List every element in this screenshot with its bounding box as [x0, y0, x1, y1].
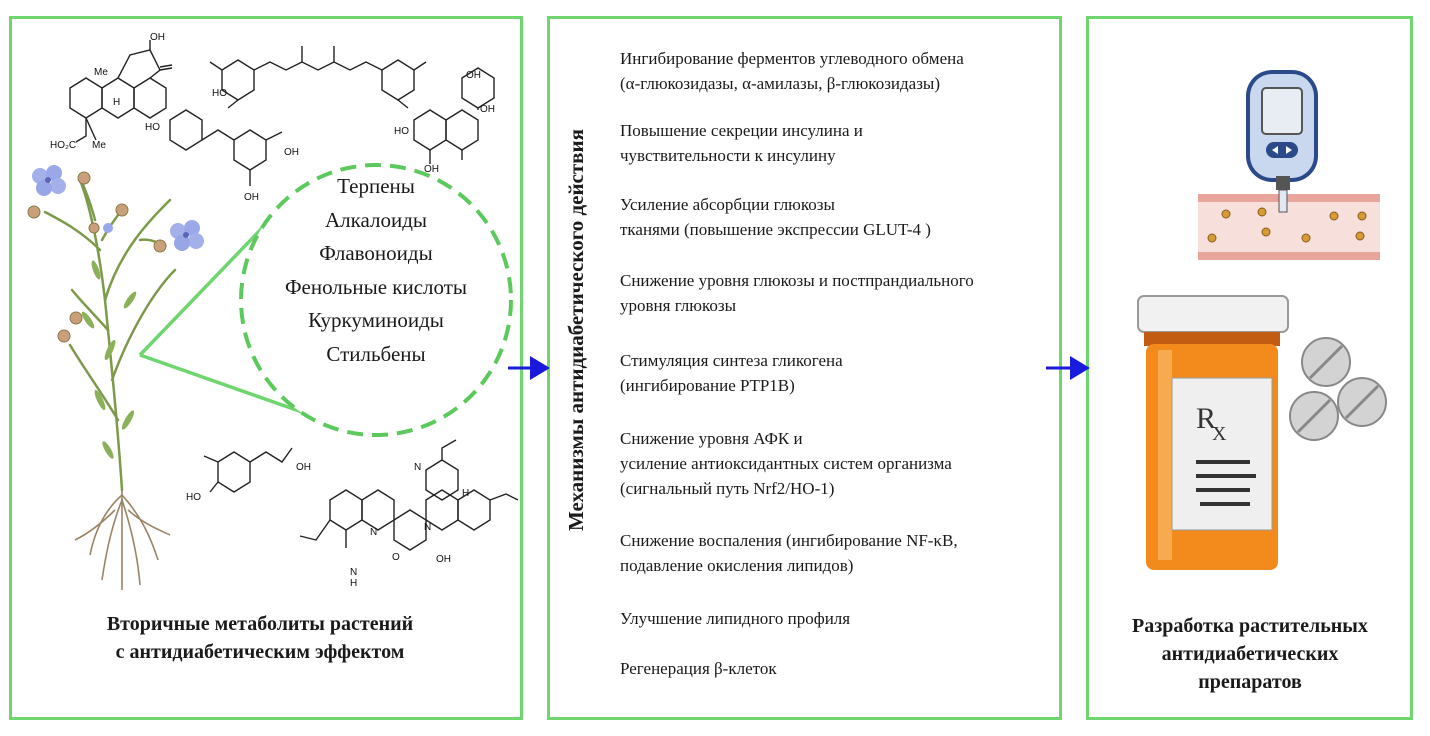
- mechanism-6-line2: усиление антиоксидантных систем организм…: [620, 454, 952, 473]
- blood-vessel-illustration: [1198, 194, 1380, 260]
- mechanism-2-line2: чувствительности к инсулину: [620, 146, 836, 165]
- stilbene-structure: [169, 109, 283, 186]
- label-ferulic-oh: OH: [296, 462, 311, 473]
- compound-classes-dashed-circle: [239, 163, 513, 437]
- mechanisms-vertical-title: Механизмы антидиабетического действия: [564, 129, 588, 531]
- label-alkaloid-n3: N: [350, 567, 357, 578]
- label-terpene-oh: OH: [150, 32, 165, 43]
- mechanism-item-9: Регенерация β-клеток: [620, 656, 1060, 681]
- label-alkaloid-n4: N: [424, 522, 431, 533]
- pill-bottle-icon: R X: [1137, 295, 1289, 570]
- label-alkaloid-o: O: [392, 552, 400, 563]
- flax-flowers: [32, 165, 204, 251]
- arrow-mid-to-right: [1046, 356, 1090, 380]
- plant-leaves: [81, 260, 137, 459]
- compound-class-phenolic-acids: Фенольные кислоты: [284, 274, 468, 299]
- mechanism-1-line2: (α-глюкозидазы, α-амилазы, β-глюкозидазы…: [620, 74, 941, 93]
- right-caption-line1: Разработка растительных: [1132, 615, 1368, 637]
- label-stilbene-oh2: OH: [244, 192, 259, 203]
- plant-roots: [74, 490, 171, 590]
- pills-icon: [1289, 337, 1387, 441]
- ferulic-acid-structure: [203, 447, 293, 493]
- flavonoid-structure: [413, 67, 495, 164]
- mechanism-item-7: Снижение воспаления (ингибирование NF-κB…: [620, 528, 1060, 578]
- connector-lines: [138, 220, 303, 414]
- mechanism-item-2: Повышение секреции инсулина и чувствител…: [620, 118, 1060, 168]
- mechanism-item-8: Улучшение липидного профиля: [620, 606, 1060, 631]
- label-stilbene-ho: HO: [145, 122, 160, 133]
- compound-class-flavonoids: Флавоноиды: [319, 241, 433, 265]
- left-panel-caption: Вторичные метаболиты растений с антидиаб…: [60, 610, 460, 666]
- rx-symbol: R: [1196, 402, 1216, 435]
- mechanism-4-line1: Снижение уровня глюкозы и постпрандиальн…: [620, 271, 974, 290]
- right-caption-line3: препаратов: [1198, 671, 1302, 693]
- mechanism-item-6: Снижение уровня АФК и усиление антиоксид…: [620, 426, 1060, 501]
- arrow-left-to-mid: [508, 356, 550, 380]
- mechanism-item-3: Усиление абсорбции глюкозы тканями (повы…: [620, 192, 1060, 242]
- compound-class-terpenes: Терпены: [337, 174, 415, 198]
- mechanism-3-line1: Усиление абсорбции глюкозы: [620, 195, 835, 214]
- rx-symbol-sub: X: [1212, 423, 1227, 445]
- label-alkaloid-n2: N: [370, 527, 377, 538]
- left-caption-line2: с антидиабетическим эффектом: [115, 641, 405, 663]
- mechanism-7-line2: подавление окисления липидов): [620, 556, 854, 575]
- label-alkaloid-h1: H: [462, 488, 469, 499]
- glucometer-icon: [1246, 70, 1318, 213]
- mechanisms-panel: [547, 16, 1062, 720]
- mechanism-item-4: Снижение уровня глюкозы и постпрандиальн…: [620, 268, 1060, 318]
- mechanism-item-5: Стимуляция синтеза гликогена (ингибирова…: [620, 348, 1060, 398]
- left-caption-line1: Вторичные метаболиты растений: [106, 613, 414, 635]
- right-caption-line2: антидиабетических: [1161, 643, 1339, 665]
- mechanism-5-line2: (ингибирование PTP1B): [620, 376, 795, 395]
- label-terpene-me2: Me: [92, 140, 106, 151]
- mechanism-5-line1: Стимуляция синтеза гликогена: [620, 351, 843, 370]
- structure-atom-labels: OH Me H HO₂C Me HO HO OH OH HO OH OH OH …: [50, 32, 495, 589]
- alkaloid-structure: [299, 439, 519, 551]
- mechanism-9-line1: Регенерация β-клеток: [620, 659, 777, 678]
- label-terpene-ho2c: HO₂C: [50, 140, 76, 151]
- terpene-structure: [69, 40, 173, 143]
- compound-class-curcuminoids: Куркуминоиды: [308, 308, 444, 332]
- mechanism-item-1: Ингибирование ферментов углеводного обме…: [620, 46, 1060, 96]
- mechanism-1-line1: Ингибирование ферментов углеводного обме…: [620, 49, 964, 68]
- compound-class-alkaloids: Алкалоиды: [324, 207, 428, 232]
- mechanism-8-line1: Улучшение липидного профиля: [620, 609, 851, 628]
- mechanism-4-line2: уровня глюкозы: [620, 296, 737, 315]
- mechanism-6-line1: Снижение уровня АФК и: [620, 429, 803, 448]
- compound-class-stilbenes: Стильбены: [326, 341, 426, 366]
- label-flavonoid-oh3: OH: [424, 164, 439, 175]
- label-ferulic-ho: HO: [186, 492, 201, 503]
- label-terpene-h: H: [113, 97, 120, 108]
- mechanism-7-line1: Снижение воспаления (ингибирование NF-κB…: [620, 531, 958, 550]
- mechanism-6-line3: (сигнальный путь Nrf2/HO-1): [620, 479, 835, 498]
- label-flavonoid-oh1: OH: [466, 70, 481, 81]
- label-curcumin-ho: HO: [212, 88, 227, 99]
- label-alkaloid-n1: N: [414, 462, 421, 473]
- curcumin-structure: [209, 46, 427, 109]
- label-flavonoid-oh2: OH: [480, 104, 495, 115]
- label-terpene-me1: Me: [94, 67, 108, 78]
- label-stilbene-oh1: OH: [284, 147, 299, 158]
- label-alkaloid-h2: H: [350, 578, 357, 589]
- label-alkaloid-oh: OH: [436, 554, 451, 565]
- mechanism-2-line1: Повышение секреции инсулина и: [620, 121, 863, 140]
- mechanism-3-line2: тканями (повышение экспрессии GLUT-4 ): [620, 220, 931, 239]
- right-panel-caption: Разработка растительных антидиабетически…: [1090, 612, 1410, 696]
- flower-buds: [27, 171, 167, 343]
- compound-classes-list: Терпены Алкалоиды Флавоноиды Фенольные к…: [238, 170, 514, 371]
- label-flavonoid-ho: HO: [394, 126, 409, 137]
